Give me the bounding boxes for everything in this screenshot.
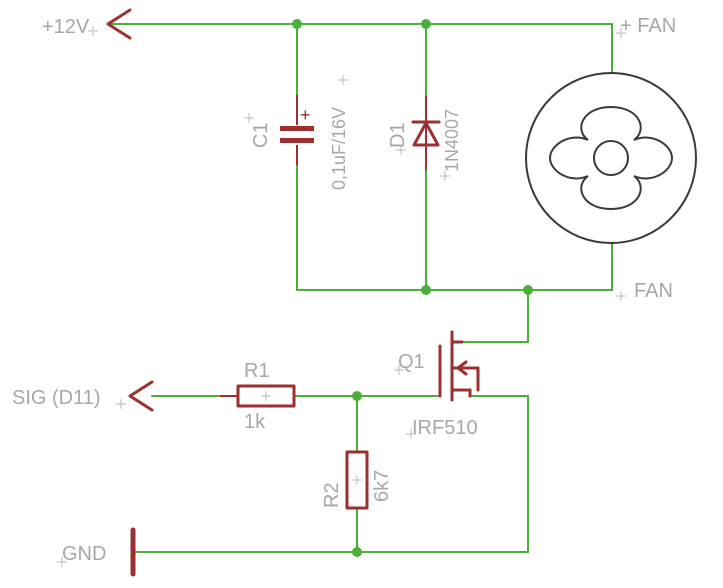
fan-minus-label: FAN: [634, 280, 673, 302]
mosfet-q1: Q1 IRF510: [398, 330, 480, 439]
origin-marks: [57, 26, 626, 567]
r2-ref-label: R2: [321, 482, 343, 508]
resistor-body: [236, 384, 296, 408]
origin-cross-icon: [261, 391, 271, 401]
signal-input: SIG (D11): [12, 380, 154, 412]
r2-value-label: 6k7: [371, 470, 393, 502]
d1-value-label: 1N4007: [442, 109, 462, 172]
origin-cross-icon: [116, 399, 126, 409]
origin-cross-icon: [406, 429, 416, 439]
mosfet-arrow-icon: [456, 360, 468, 376]
diode-triangle-icon: [412, 121, 440, 147]
capacitor-plate-negative: [280, 138, 314, 143]
origin-cross-icon: [440, 171, 450, 181]
c1-ref-label: C1: [250, 122, 272, 148]
c1-value-label: 0,1uF/16V: [329, 107, 349, 190]
junction-dot: [421, 285, 431, 295]
fan-hub: [593, 140, 629, 176]
origin-cross-icon: [616, 28, 626, 38]
origin-cross-icon: [352, 475, 362, 485]
junction-dot: [352, 547, 362, 557]
capacitor-plate-positive: [280, 126, 314, 131]
vcc-symbol: +12V: [42, 8, 132, 40]
polarity-plus-mark: +: [300, 105, 311, 125]
ground-label: GND: [62, 543, 106, 565]
junction-dot: [292, 19, 302, 29]
resistor-r2: R2 6k7: [321, 450, 393, 510]
fan-plus-label: + FAN: [620, 15, 676, 37]
origin-cross-icon: [338, 75, 348, 85]
ground-symbol: GND: [62, 527, 136, 577]
q1-value-label: IRF510: [412, 417, 478, 439]
origin-cross-icon: [396, 145, 406, 155]
signal-arrow-icon: [128, 380, 154, 412]
signal-label: SIG (D11): [12, 387, 101, 409]
diode-d1: D1 1N4007: [387, 96, 462, 172]
vcc-arrow-icon: [106, 8, 132, 40]
origin-cross-icon: [394, 365, 404, 375]
fan-motor: + FAN FAN: [525, 15, 697, 302]
capacitor-c1: + C1 0,1uF/16V: [250, 95, 349, 190]
wires: [107, 23, 613, 553]
origin-cross-icon: [244, 113, 254, 123]
junction-dot: [523, 285, 533, 295]
origin-cross-icon: [616, 291, 626, 301]
q1-ref-label: Q1: [398, 351, 425, 373]
junctions: [292, 19, 533, 557]
vcc-label: +12V: [42, 16, 90, 38]
r1-value-label: 1k: [244, 411, 266, 433]
d1-ref-label: D1: [387, 122, 409, 148]
junction-dot: [421, 19, 431, 29]
resistor-body: [345, 450, 369, 510]
origin-cross-icon: [88, 26, 98, 36]
r1-ref-label: R1: [244, 360, 270, 382]
origin-cross-icon: [57, 557, 67, 567]
resistor-r1: R1 1k: [220, 360, 296, 433]
junction-dot: [352, 391, 362, 401]
